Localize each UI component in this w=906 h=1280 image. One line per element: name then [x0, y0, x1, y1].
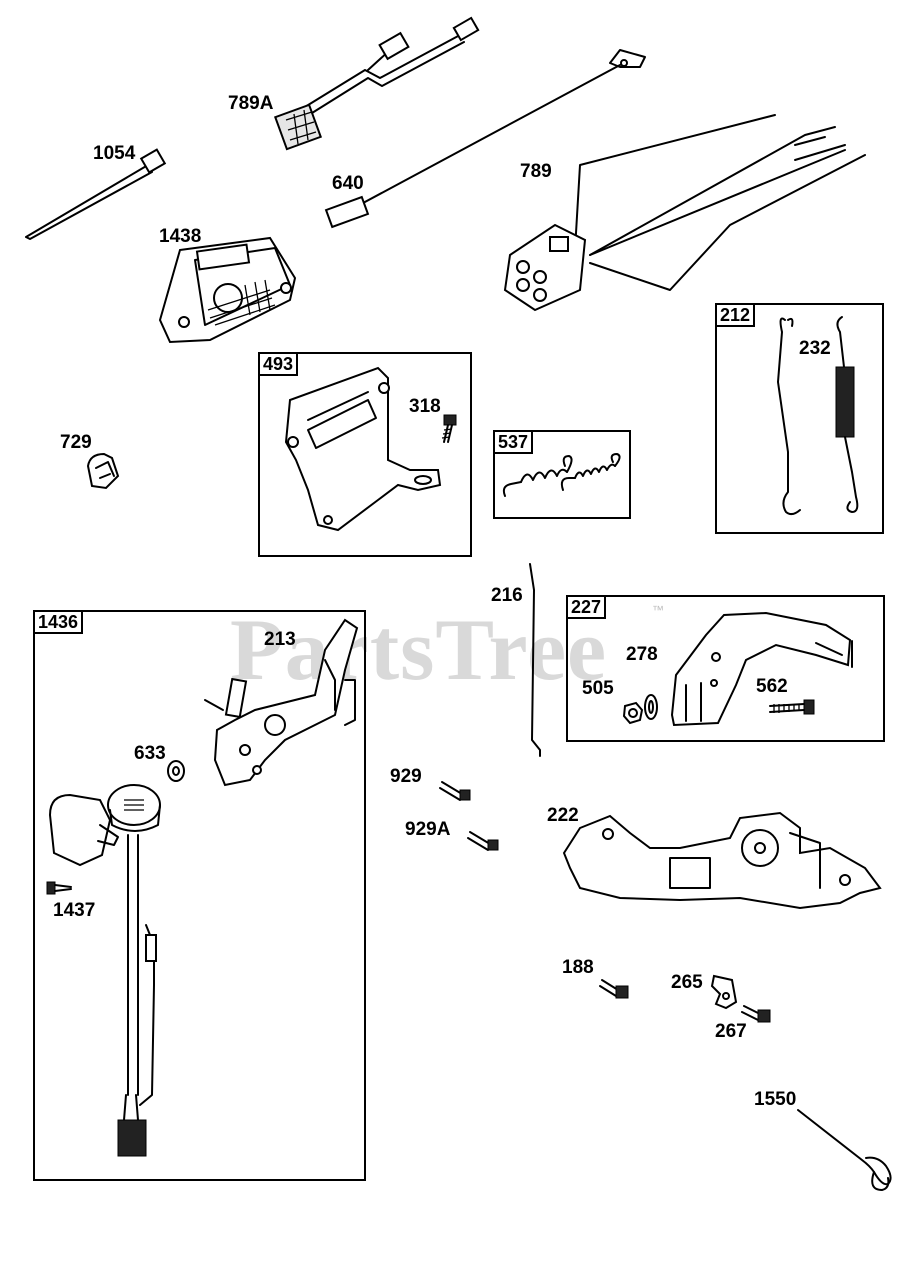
springs-537[interactable]	[497, 448, 629, 508]
label-1054[interactable]: 1054	[93, 143, 136, 164]
label-232[interactable]: 232	[799, 338, 831, 359]
label-1437[interactable]: 1437	[53, 900, 96, 921]
label-729[interactable]: 729	[60, 432, 92, 453]
box-212: 212	[715, 303, 884, 534]
box-493: 493	[258, 352, 472, 557]
cable-tie-1054[interactable]	[20, 145, 170, 245]
pin-1550[interactable]	[790, 1100, 900, 1195]
clip-265[interactable]	[706, 972, 740, 1012]
box-227: 227	[566, 595, 885, 742]
label-213[interactable]: 213	[264, 629, 296, 650]
box-493-tag[interactable]: 493	[258, 352, 299, 376]
screw-267[interactable]	[740, 1000, 774, 1026]
rod-212[interactable]	[760, 312, 820, 527]
screw-1437[interactable]	[44, 876, 74, 900]
box-212-tag[interactable]: 212	[715, 303, 756, 327]
rod-216[interactable]	[518, 560, 558, 760]
screw-318[interactable]	[432, 412, 466, 446]
label-633[interactable]: 633	[134, 743, 166, 764]
label-1550[interactable]: 1550	[754, 1089, 797, 1110]
label-929A[interactable]: 929A	[405, 819, 451, 840]
switch-harness-1436[interactable]	[40, 775, 200, 1175]
harness-789[interactable]	[495, 105, 875, 320]
label-216[interactable]: 216	[491, 585, 523, 606]
box-1436: 1436	[33, 610, 366, 1181]
label-789[interactable]: 789	[520, 161, 552, 182]
clip-729[interactable]	[82, 448, 127, 493]
bolt-562[interactable]	[766, 696, 816, 720]
label-789A[interactable]: 789A	[228, 93, 274, 114]
wire-640[interactable]	[320, 35, 660, 230]
label-640[interactable]: 640	[332, 173, 364, 194]
watermark-trademark: ™	[652, 603, 664, 617]
label-562[interactable]: 562	[756, 676, 788, 697]
label-265[interactable]: 265	[671, 972, 703, 993]
label-505[interactable]: 505	[582, 678, 614, 699]
nut-505[interactable]	[620, 700, 646, 726]
box-227-tag[interactable]: 227	[566, 595, 607, 619]
bracket-213[interactable]	[195, 610, 365, 795]
box-537: 537	[493, 430, 631, 519]
harness-789A[interactable]	[270, 10, 490, 155]
washer-633[interactable]	[164, 758, 188, 784]
label-1438[interactable]: 1438	[159, 226, 202, 247]
label-929[interactable]: 929	[390, 766, 422, 787]
box-1436-tag[interactable]: 1436	[33, 610, 84, 634]
spring-232[interactable]	[822, 312, 882, 527]
label-318[interactable]: 318	[409, 396, 441, 417]
screw-929A[interactable]	[466, 826, 500, 854]
bracket-227[interactable]	[666, 605, 866, 730]
screw-188[interactable]	[598, 974, 632, 1002]
bracket-222[interactable]	[560, 808, 890, 913]
label-267[interactable]: 267	[715, 1021, 747, 1042]
washer-278[interactable]	[640, 692, 662, 722]
label-188[interactable]: 188	[562, 957, 594, 978]
label-222[interactable]: 222	[547, 805, 579, 826]
box-537-tag[interactable]: 537	[493, 430, 534, 454]
bracket-493[interactable]	[268, 360, 468, 550]
housing-1438[interactable]	[150, 230, 310, 360]
label-278[interactable]: 278	[626, 644, 658, 665]
screw-929[interactable]	[438, 776, 472, 804]
